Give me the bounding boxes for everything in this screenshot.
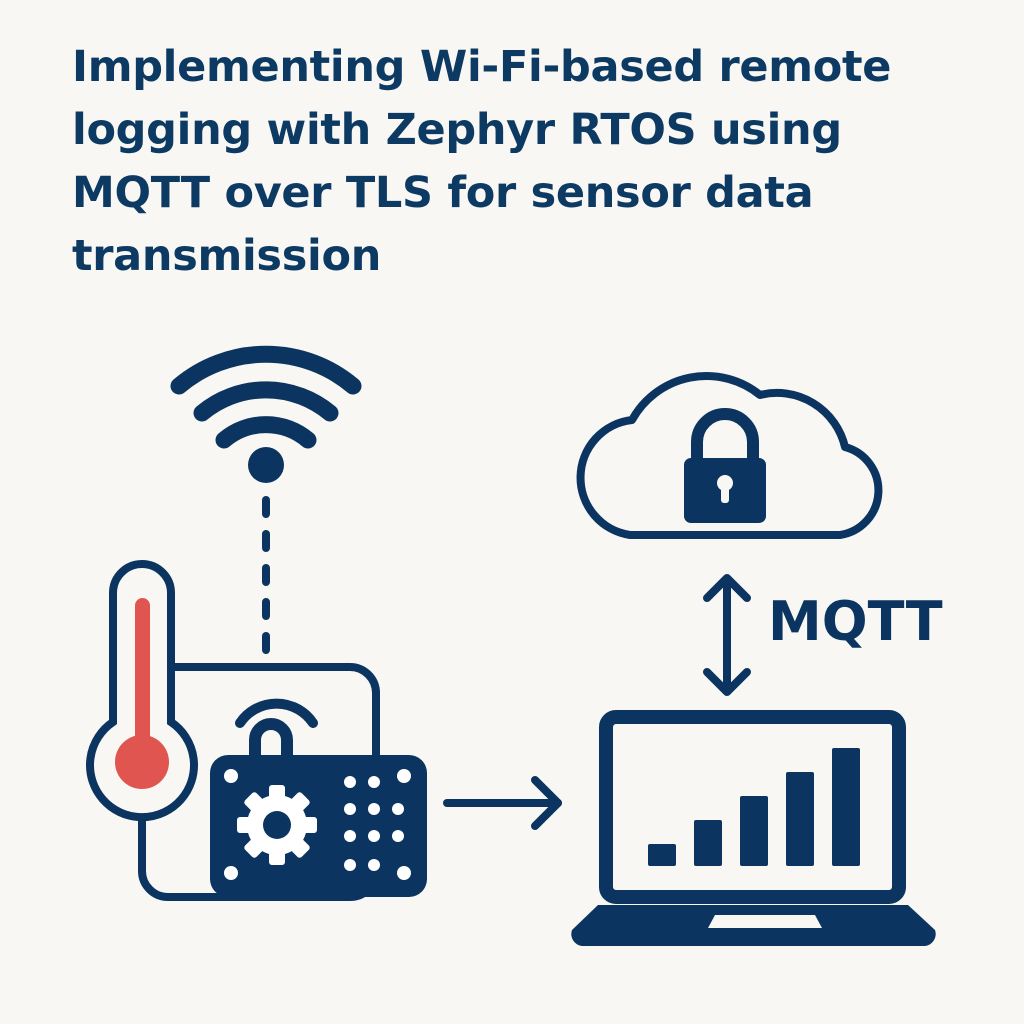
thermometer-icon: [86, 560, 198, 822]
title-line: logging with Zephyr RTOS using: [72, 105, 842, 155]
chart-bar: [832, 748, 860, 866]
chart-bar: [740, 796, 768, 866]
protocol-label: MQTT: [768, 590, 943, 653]
bar-chart-icon: [648, 748, 860, 866]
wifi-icon: [170, 345, 362, 483]
microcontroller-board-icon: [210, 698, 427, 897]
cloud-icon: [576, 372, 883, 539]
title-line: transmission: [72, 231, 382, 281]
arrow-right-icon: [443, 776, 562, 830]
page-title: Implementing Wi-Fi-based remote logging …: [72, 36, 972, 288]
laptop-icon: [571, 710, 936, 946]
title-line: MQTT over TLS for sensor data: [72, 168, 814, 218]
chart-bar: [648, 844, 676, 866]
title-line: Implementing Wi-Fi-based remote: [72, 42, 892, 92]
chart-bar: [694, 820, 722, 866]
lock-icon: [684, 408, 766, 523]
double-arrow-icon: [703, 574, 751, 696]
gear-icon: [237, 785, 317, 865]
chart-bar: [786, 772, 814, 866]
